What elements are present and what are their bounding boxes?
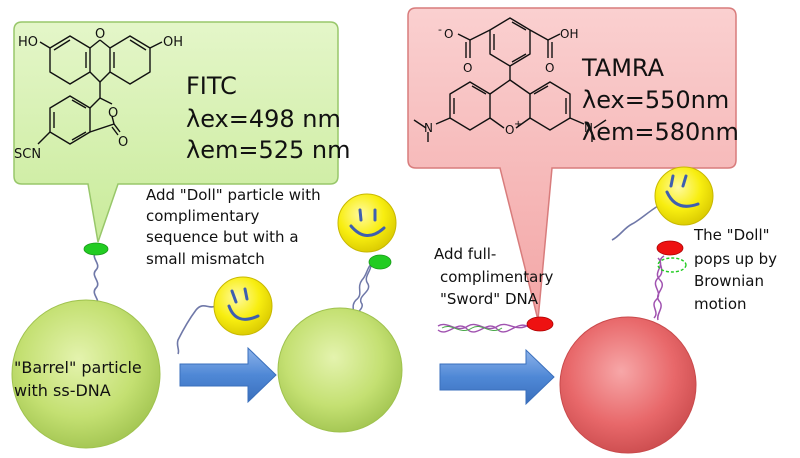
doll-particle-3 bbox=[654, 166, 714, 226]
tamra-acid-o2-label: O bbox=[545, 61, 554, 75]
process-arrow-2 bbox=[439, 348, 555, 406]
step-add-doll-line-4: small mismatch bbox=[146, 250, 265, 268]
tamra-n-left-label: N bbox=[424, 121, 433, 135]
fitc-carbonyl-o-label: O bbox=[118, 135, 128, 150]
tamra-carboxylate-o-label: O bbox=[444, 27, 453, 41]
step-doll-pops-line-3: Brownian bbox=[694, 272, 764, 290]
fitc-name: FITC bbox=[186, 72, 237, 100]
tamra-acid-o-label: O bbox=[463, 61, 472, 75]
tamra-minus-label: - bbox=[438, 23, 442, 36]
tamra-excitation: λex=550nm bbox=[582, 86, 730, 114]
tamra-name: TAMRA bbox=[582, 54, 665, 82]
step-add-sword-line-2: complimentary bbox=[440, 268, 554, 286]
step-add-sword-line-3: "Sword" DNA bbox=[440, 290, 538, 308]
fitc-dye-marker-1 bbox=[83, 242, 109, 256]
step-add-sword-line-1: Add full- bbox=[434, 245, 497, 263]
tamra-dye-marker-1 bbox=[526, 316, 554, 332]
tamra-dye-marker-2 bbox=[656, 240, 684, 256]
fitc-dye-marker-2 bbox=[368, 254, 392, 270]
step-doll-pops-line-2: pops up by bbox=[694, 250, 777, 268]
fitc-ho-label: HO bbox=[18, 35, 38, 50]
tamra-structure bbox=[413, 17, 607, 142]
step-add-doll-line-1: Add "Doll" particle with bbox=[146, 186, 321, 204]
tamra-emission: λem=580nm bbox=[582, 118, 739, 146]
sword-dna-helix-green bbox=[441, 326, 503, 332]
step-add-doll-line-2: complimentary bbox=[146, 207, 260, 225]
barrel-particle-2 bbox=[277, 307, 403, 433]
fitc-excitation: λex=498 nm bbox=[186, 105, 341, 133]
fitc-dye-ghost bbox=[657, 257, 687, 273]
doll-particle-1 bbox=[213, 276, 273, 336]
fitc-ring-o-label: O bbox=[95, 27, 105, 42]
fitc-emission: λem=525 nm bbox=[186, 136, 351, 164]
barrel3-dsdna-helix bbox=[653, 255, 665, 321]
fitc-ester-o-label: O bbox=[108, 106, 118, 121]
doll-particle-2 bbox=[337, 193, 397, 253]
fitc-structure bbox=[37, 35, 163, 145]
barrel-label-line-1: "Barrel" particle bbox=[14, 358, 142, 377]
doll2-ssdna-strand bbox=[611, 205, 659, 241]
tamra-ring-o-label: O bbox=[505, 123, 514, 137]
barrel-label-line-2: with ss-DNA bbox=[14, 381, 111, 400]
tamra-n-right-label: N bbox=[584, 121, 593, 135]
process-arrow-1 bbox=[179, 346, 277, 404]
step-doll-pops-line-1: The "Doll" bbox=[694, 226, 770, 244]
sword-dna-helix bbox=[437, 323, 531, 333]
fitc-oh-label: OH bbox=[163, 35, 183, 50]
tamra-plus-label: + bbox=[514, 119, 522, 130]
tamra-callout bbox=[407, 7, 737, 321]
barrel-particle-1 bbox=[11, 299, 161, 449]
barrel-particle-3 bbox=[559, 316, 697, 454]
fitc-scn-label: SCN bbox=[14, 147, 41, 162]
tamra-acid-oh-label: OH bbox=[560, 27, 578, 41]
step-add-doll-line-3: sequence but with a bbox=[146, 228, 299, 246]
step-doll-pops-line-4: motion bbox=[694, 295, 747, 313]
